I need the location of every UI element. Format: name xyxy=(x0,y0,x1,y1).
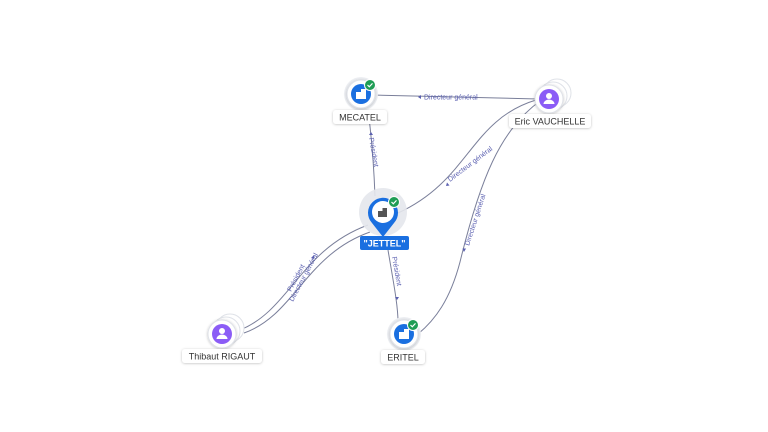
building-icon xyxy=(378,208,387,217)
edge-label-eric-mecatel: Directeur général xyxy=(424,95,478,102)
verified-check-icon xyxy=(388,196,400,208)
building-icon xyxy=(356,89,366,99)
person-icon xyxy=(543,93,555,104)
edge-eric-mecatel[interactable]: Directeur général xyxy=(371,95,539,102)
node-thibaut-rigaut[interactable]: Thibaut RIGAUT xyxy=(182,313,262,363)
edge-eric-eritel[interactable]: Directeur général xyxy=(417,100,541,335)
edge-label-jettel-mecatel: Président xyxy=(367,137,379,167)
node-label-eritel: ERITEL xyxy=(387,353,419,363)
arrow-icon xyxy=(446,182,450,186)
arrow-icon xyxy=(311,255,314,259)
arrow-icon xyxy=(395,297,399,300)
node-jettel[interactable]: "JETTEL" xyxy=(359,188,409,250)
verified-check-icon xyxy=(407,319,419,331)
node-label-thibaut-rigaut: Thibaut RIGAUT xyxy=(189,352,256,362)
arrow-icon xyxy=(462,248,466,252)
node-label-eric-vauchelle: Eric VAUCHELLE xyxy=(515,117,586,127)
person-icon xyxy=(216,328,228,339)
node-label-jettel: "JETTEL" xyxy=(363,239,405,249)
arrow-icon xyxy=(418,95,421,99)
arrow-icon xyxy=(369,132,373,135)
building-icon xyxy=(399,329,409,339)
edge-label-eric-eritel: Directeur général xyxy=(464,193,487,247)
edge-jettel-eritel[interactable]: Président xyxy=(387,249,402,323)
edge-label-eric-jettel: Directeur général xyxy=(447,145,494,183)
edge-thibaut-jettel[interactable]: Président Directeur général xyxy=(239,224,371,334)
node-eritel[interactable]: ERITEL xyxy=(381,317,425,364)
node-mecatel[interactable]: MECATEL xyxy=(333,77,387,124)
verified-check-icon xyxy=(364,79,376,91)
node-eric-vauchelle[interactable]: Eric VAUCHELLE xyxy=(509,78,591,128)
node-label-mecatel: MECATEL xyxy=(339,113,381,123)
